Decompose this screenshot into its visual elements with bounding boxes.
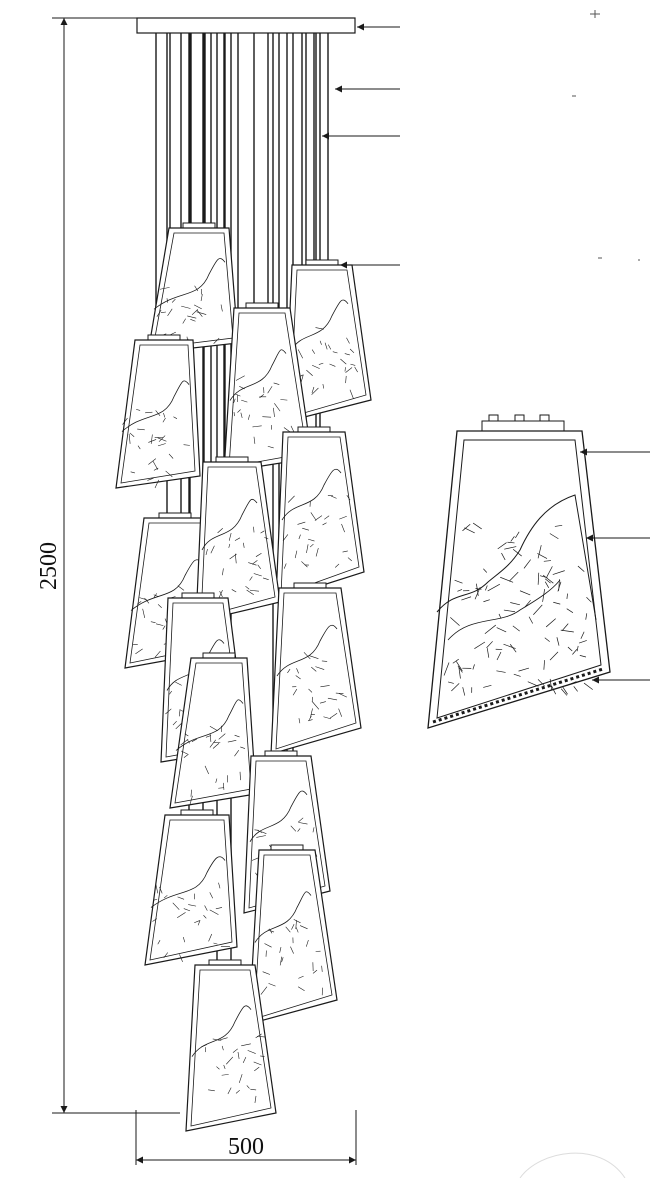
shade-cap [181,592,215,599]
shade-outline [144,814,238,966]
shade-inner-outline [149,819,233,961]
ceiling-canopy [136,17,356,34]
shade-cap [208,959,242,966]
stone-outline [121,380,190,432]
shade-inner-outline [280,436,360,596]
shade-cap [264,750,298,757]
detail-rock-ridge [447,579,561,641]
pendant-shade [270,582,362,755]
detail-rock-outline [436,494,597,621]
height-dimension [52,17,180,1114]
stone-texture [297,327,358,399]
stone-texture [205,526,269,600]
shade-cap [245,302,279,309]
shade-cap [180,809,214,816]
scan-arc [519,1152,626,1178]
shade-inner-outline [275,592,357,750]
width-dimension [135,1110,357,1165]
shade-cap [297,426,331,433]
shade-outline [275,431,365,601]
detail-callouts [580,448,650,684]
stone-outline [254,891,312,943]
stone-texture [282,494,352,569]
shade-cap [305,259,339,266]
main-callouts [322,23,400,269]
detail-bottom-rim [432,667,604,724]
pendant-shade [275,426,365,601]
shade-outline [147,227,239,354]
detail-view [427,414,611,729]
width-dimension-label: 500 [228,1134,264,1160]
pendant-shade [223,302,313,473]
pendant-shade [248,844,338,1025]
shade-cap [158,512,192,519]
detail-stone-texture [443,522,593,696]
shade-cap [182,222,216,229]
shade-inner-outline [190,969,272,1127]
detail-shade-outer [427,430,611,729]
detail-cap [481,420,565,432]
shade-inner-outline [248,760,326,909]
stone-outline [153,258,226,310]
stone-outline [201,498,258,551]
stone-texture [200,1033,266,1104]
pendant-shade [284,259,372,423]
pendant-shade [169,652,257,809]
pendant-shade [115,334,201,489]
shade-cap [147,334,181,341]
pendant-shade [147,222,239,354]
stone-texture [287,652,347,724]
stone-outline [229,349,287,401]
stone-outline [150,856,226,908]
pendant-cluster [115,222,372,1132]
stone-outline [130,559,203,611]
stone-outline [281,468,342,521]
shade-inner-outline [253,854,333,1020]
shade-cap [270,844,304,851]
detail-cap-bulbs [488,414,550,422]
shade-cap [202,652,236,659]
shade-inner-outline [200,466,276,618]
stone-outline [175,699,244,751]
stone-outline [290,299,349,351]
stone-outline [249,790,308,842]
shade-cap [215,456,249,463]
stone-texture [180,725,246,805]
stone-texture [152,882,230,962]
stone-texture [122,409,190,489]
pendant-shade [144,809,238,966]
scan-marks [572,10,640,261]
stone-texture [260,919,323,996]
shade-inner-outline [120,344,196,484]
height-dimension-label: 2500 [36,542,62,590]
shade-cap [293,582,327,589]
stone-outline [276,624,338,677]
pendant-shade [185,959,277,1132]
detail-shade-inner [436,439,602,719]
